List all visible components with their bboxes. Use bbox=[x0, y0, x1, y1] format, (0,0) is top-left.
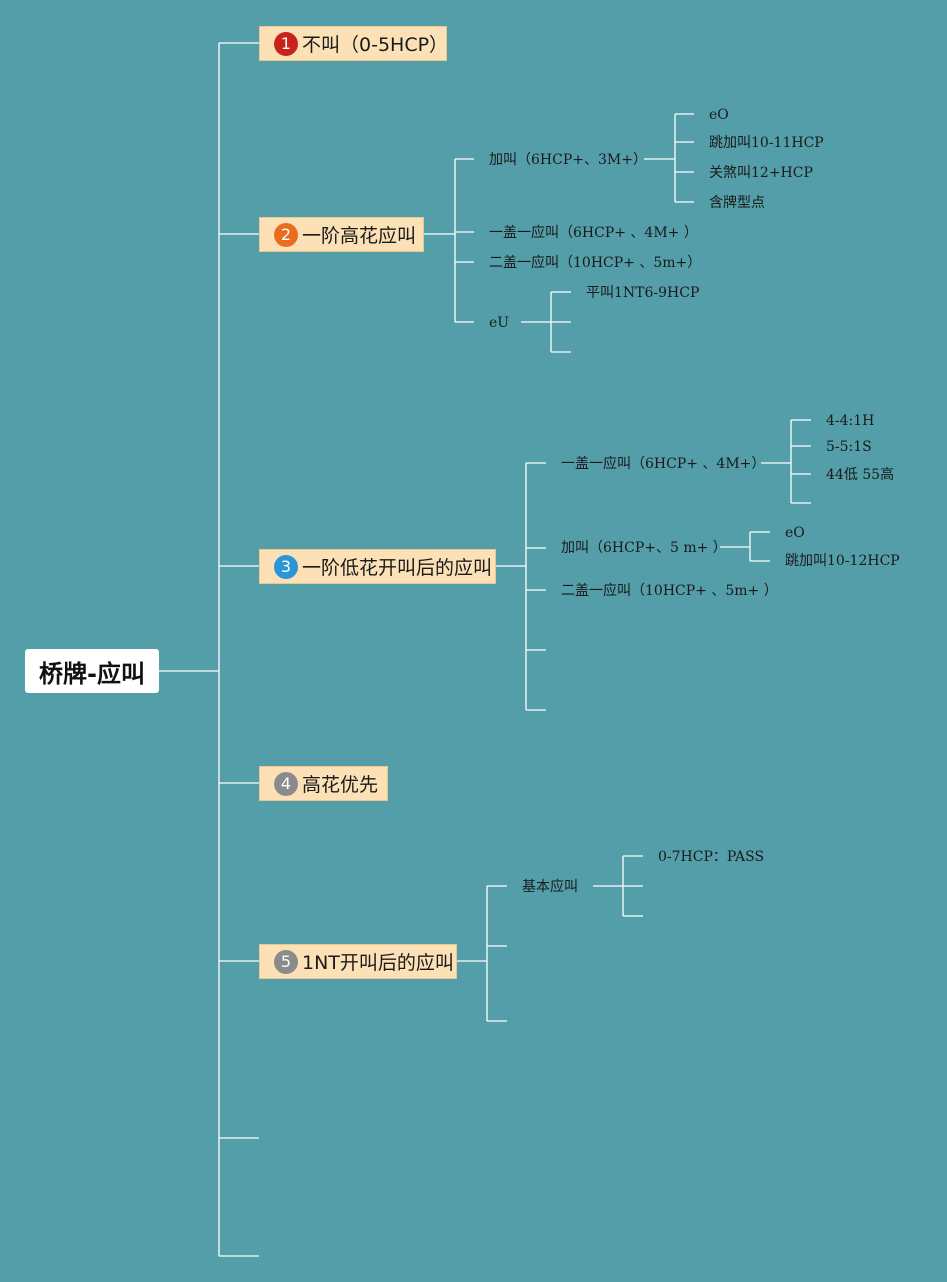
b3-one-over-one-item[interactable]: 44低 55高 bbox=[826, 467, 895, 483]
b2-raise-item[interactable]: 含牌型点 bbox=[709, 195, 765, 211]
branch-3-label: 一阶低花开叫后的应叫 bbox=[302, 557, 493, 579]
b3-two-over-one-node[interactable]: 二盖一应叫（10HCP+ 、5m+ ） bbox=[561, 583, 778, 599]
b2-eu-item[interactable]: 平叫1NT6-9HCP bbox=[586, 285, 700, 301]
b3-one-over-one-item[interactable]: 5-5:1S bbox=[826, 439, 872, 455]
branch-4-node[interactable]: 4 高花优先 bbox=[259, 766, 388, 801]
branch-3-node[interactable]: 3 一阶低花开叫后的应叫 bbox=[259, 549, 496, 584]
branch-2-node[interactable]: 2 一阶高花应叫 bbox=[259, 217, 424, 252]
number-3-badge-icon: 3 bbox=[274, 554, 298, 579]
b2-raise-item[interactable]: eO bbox=[709, 107, 729, 123]
b2-raise-node[interactable]: 加叫（6HCP+、3M+） bbox=[489, 152, 647, 168]
branch-4-label: 高花优先 bbox=[302, 774, 379, 796]
b3-one-over-one-node[interactable]: 一盖一应叫（6HCP+ 、4M+） bbox=[561, 456, 766, 472]
b5-basic-item[interactable]: 0-7HCP：PASS bbox=[658, 849, 765, 865]
number-2-badge-icon: 2 bbox=[274, 222, 298, 247]
number-1-badge-icon: 1 bbox=[274, 31, 298, 56]
b3-one-over-one-item[interactable]: 4-4:1H bbox=[826, 413, 875, 429]
b5-basic-node[interactable]: 基本应叫 bbox=[522, 879, 578, 895]
branch-1-label: 不叫（0-5HCP） bbox=[302, 34, 449, 56]
number-5-badge-icon: 5 bbox=[274, 949, 298, 974]
b3-raise-item[interactable]: 跳加叫10-12HCP bbox=[785, 553, 900, 569]
b2-one-over-one-node[interactable]: 一盖一应叫（6HCP+ 、4M+ ） bbox=[489, 225, 698, 241]
b2-two-over-one-node[interactable]: 二盖一应叫（10HCP+ 、5m+） bbox=[489, 255, 702, 271]
branch-1-node[interactable]: 1 不叫（0-5HCP） bbox=[259, 26, 449, 61]
branch-5-label: 1NT开叫后的应叫 bbox=[302, 952, 454, 974]
b3-raise-node[interactable]: 加叫（6HCP+、5 m+ ） bbox=[561, 540, 727, 556]
number-4-badge-icon: 4 bbox=[274, 771, 298, 796]
root-node[interactable]: 桥牌-应叫 bbox=[25, 649, 159, 693]
b2-raise-item[interactable]: 跳加叫10-11HCP bbox=[709, 135, 824, 151]
b2-raise-item[interactable]: 关煞叫12+HCP bbox=[709, 165, 813, 181]
b2-eu-node[interactable]: eU bbox=[489, 315, 510, 331]
b3-raise-item[interactable]: eO bbox=[785, 525, 805, 541]
branch-2-label: 一阶高花应叫 bbox=[302, 225, 417, 247]
branch-5-node[interactable]: 5 1NT开叫后的应叫 bbox=[259, 944, 457, 979]
